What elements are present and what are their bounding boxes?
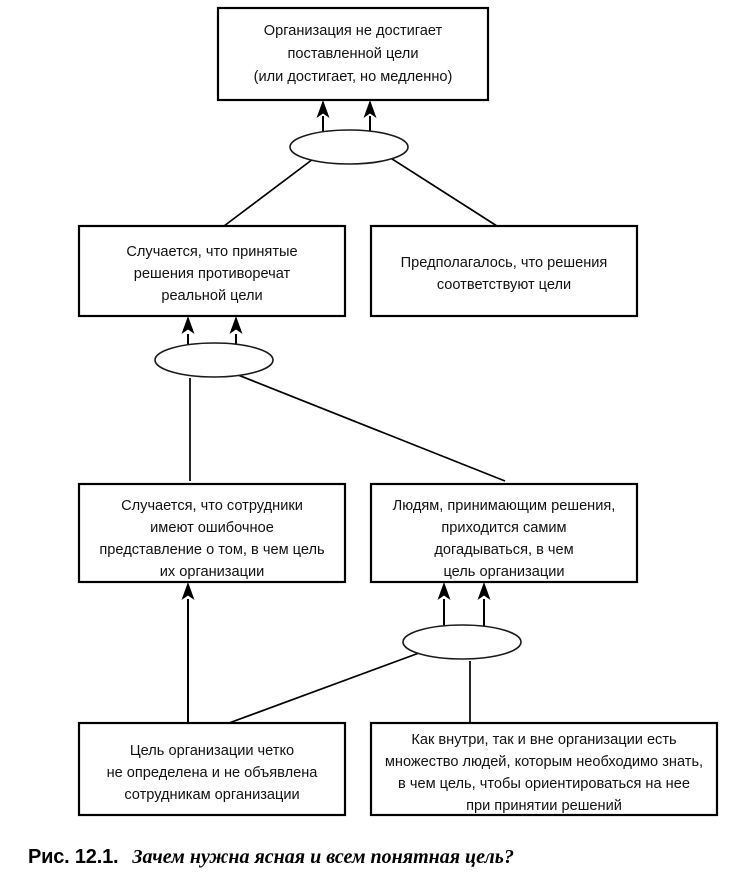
connector-and-top-legs [223,149,498,227]
node-mid-right-line-1: Предполагалось, что решения [401,255,608,271]
node-mid-left-line-3: реальной цели [161,288,262,304]
node-low-left-line-3: представление о том, в чем цель [99,542,324,558]
edge-root-left-to-low-left [181,582,195,723]
node-low-right-line-3: догадываться, в чем [434,542,573,558]
node-low-left-line-1: Случается, что сотрудники [121,498,303,514]
connector-and-lower-legs [228,652,471,724]
node-mid-left[interactable]: Случается, что принятые решения противор… [77,224,347,318]
connector-and-middle-legs [189,370,506,482]
and-connector-middle[interactable] [154,342,274,378]
node-top-effect-line-2: поставленной цели [288,46,419,62]
figure-caption-title: Зачем нужна ясная и всем понятная цель? [132,845,514,868]
node-top-effect-line-1: Организация не достигает [264,23,443,39]
node-root-left-line-3: сотрудникам организации [124,787,299,803]
node-low-left-line-4: их организации [160,564,265,580]
node-mid-right-line-2: соответствуют цели [437,277,571,293]
node-low-right-line-4: цель организации [443,564,564,580]
node-root-left-line-1: Цель организации четко [130,743,294,759]
node-low-right[interactable]: Людям, принимающим решения, приходится с… [369,482,639,584]
and-connector-lower[interactable] [402,624,522,660]
node-top-effect[interactable]: Организация не достигает поставленной це… [216,6,490,102]
node-low-right-line-1: Людям, принимающим решения, [393,498,616,514]
figure-caption: Рис. 12.1. Зачем нужна ясная и всем поня… [28,840,728,874]
node-mid-right[interactable]: Предполагалось, что решения соответствую… [369,224,639,318]
node-root-left-line-2: не определена и не объявлена [107,765,319,781]
node-root-right-line-4: при принятии решений [466,798,622,814]
node-low-left[interactable]: Случается, что сотрудники имеют ошибочно… [77,482,347,584]
node-root-left[interactable]: Цель организации четко не определена и н… [77,721,347,817]
node-mid-left-line-2: решения противоречат [134,266,291,282]
node-low-left-line-2: имеют ошибочное [150,520,274,536]
node-root-right-line-2: множество людей, которым необходимо знат… [385,754,703,770]
node-top-effect-line-3: (или достигает, но медленно) [254,69,453,85]
node-root-right-line-1: Как внутри, так и вне организации есть [411,732,676,748]
node-root-right-line-3: в чем цель, чтобы ориентироваться на нее [398,776,690,792]
node-low-right-line-2: приходится самим [441,520,566,536]
node-root-right[interactable]: Как внутри, так и вне организации есть м… [369,721,719,817]
figure-caption-label: Рис. 12.1. [28,845,119,868]
node-mid-left-line-1: Случается, что принятые [126,244,297,260]
and-connector-top[interactable] [289,129,409,165]
